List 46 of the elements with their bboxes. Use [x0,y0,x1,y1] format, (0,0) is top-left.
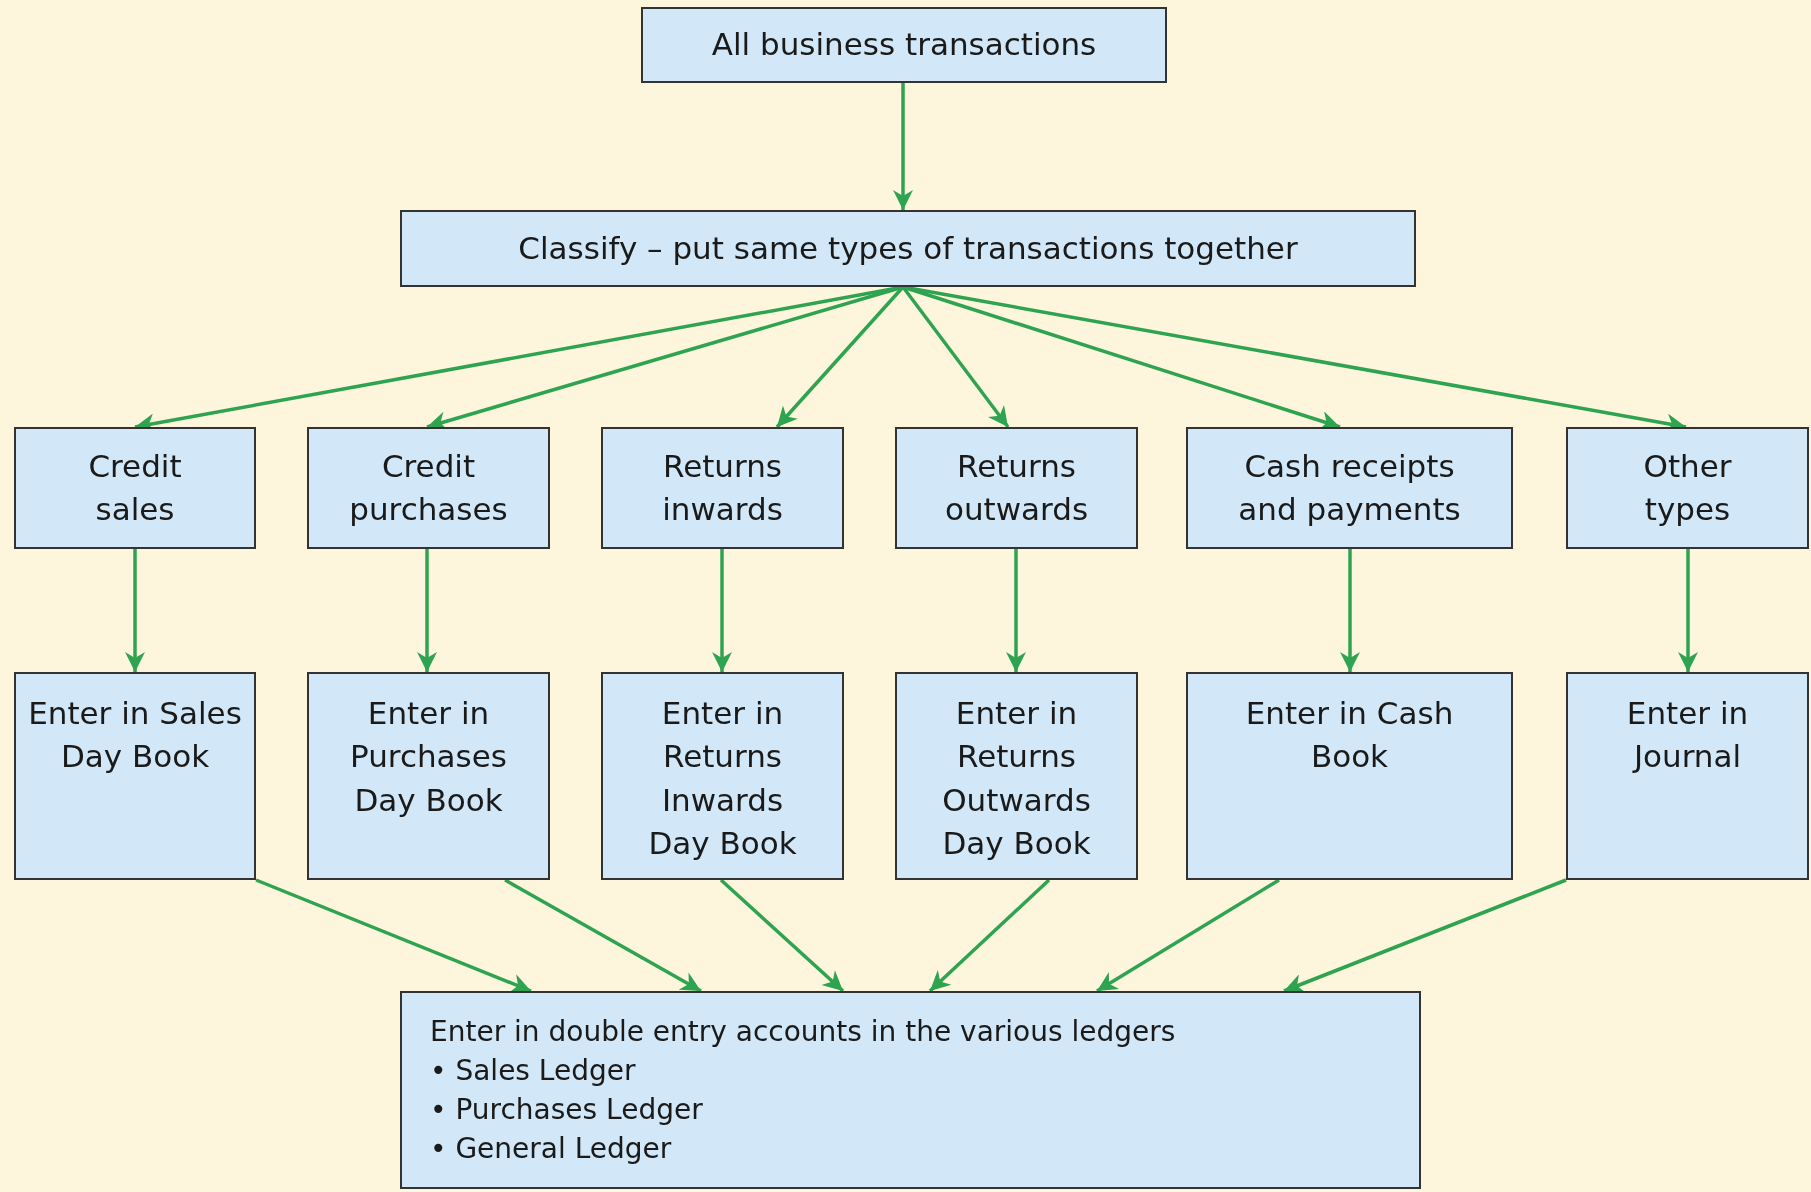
arrow [1096,878,1280,993]
process-box [307,427,550,549]
process-box [1186,427,1513,549]
box-label: Enter in Returns Outwards Day Book [941,694,1092,864]
arrow [928,878,1051,993]
process-box [1186,672,1513,880]
bullet-item: • Sales Ledger [430,1052,637,1089]
arrow [712,549,732,672]
bullet-item: • General Ledger [430,1131,673,1168]
arrow [893,83,913,210]
box-label: Other types [1642,446,1733,529]
process-box [641,7,1167,83]
box-label: Returns outwards [943,446,1090,529]
box-label: Enter in Purchases Day Book [349,694,508,820]
box-label: Credit purchases [348,446,509,529]
process-box [14,427,256,549]
box-label: Classify – put same types of transactions together [518,228,1298,268]
arrow [504,878,702,993]
process-box [307,672,550,880]
process-box [601,427,844,549]
box-label: Credit sales [87,446,183,529]
process-box [400,210,1416,287]
arrow [719,878,845,993]
process-box [895,672,1138,880]
process-box [1566,672,1809,880]
bullet-item: • Purchases Ledger [430,1092,703,1128]
box-heading: Enter in double entry accounts in the various ledgers [430,1013,1176,1050]
box-label: Enter in Returns Inwards Day Book [647,694,798,864]
box-label: All business transactions [711,25,1097,65]
arrow [1283,878,1567,993]
arrow [1678,549,1698,672]
process-box [14,672,256,880]
box-label: Cash receipts and payments [1237,446,1462,529]
arrow [255,878,532,993]
box-label: Enter in Journal [1625,694,1750,777]
process-box [895,427,1138,549]
arrow [417,549,437,672]
arrow [1340,549,1360,672]
arrow [125,549,145,672]
box-label: Enter in Cash Book [1244,694,1455,777]
process-box [400,991,1421,1189]
box-label: Returns inwards [661,446,784,529]
arrow [1006,549,1026,672]
box-label: Enter in Sales Day Book [27,694,243,777]
process-box [1566,427,1809,549]
process-box [601,672,844,880]
